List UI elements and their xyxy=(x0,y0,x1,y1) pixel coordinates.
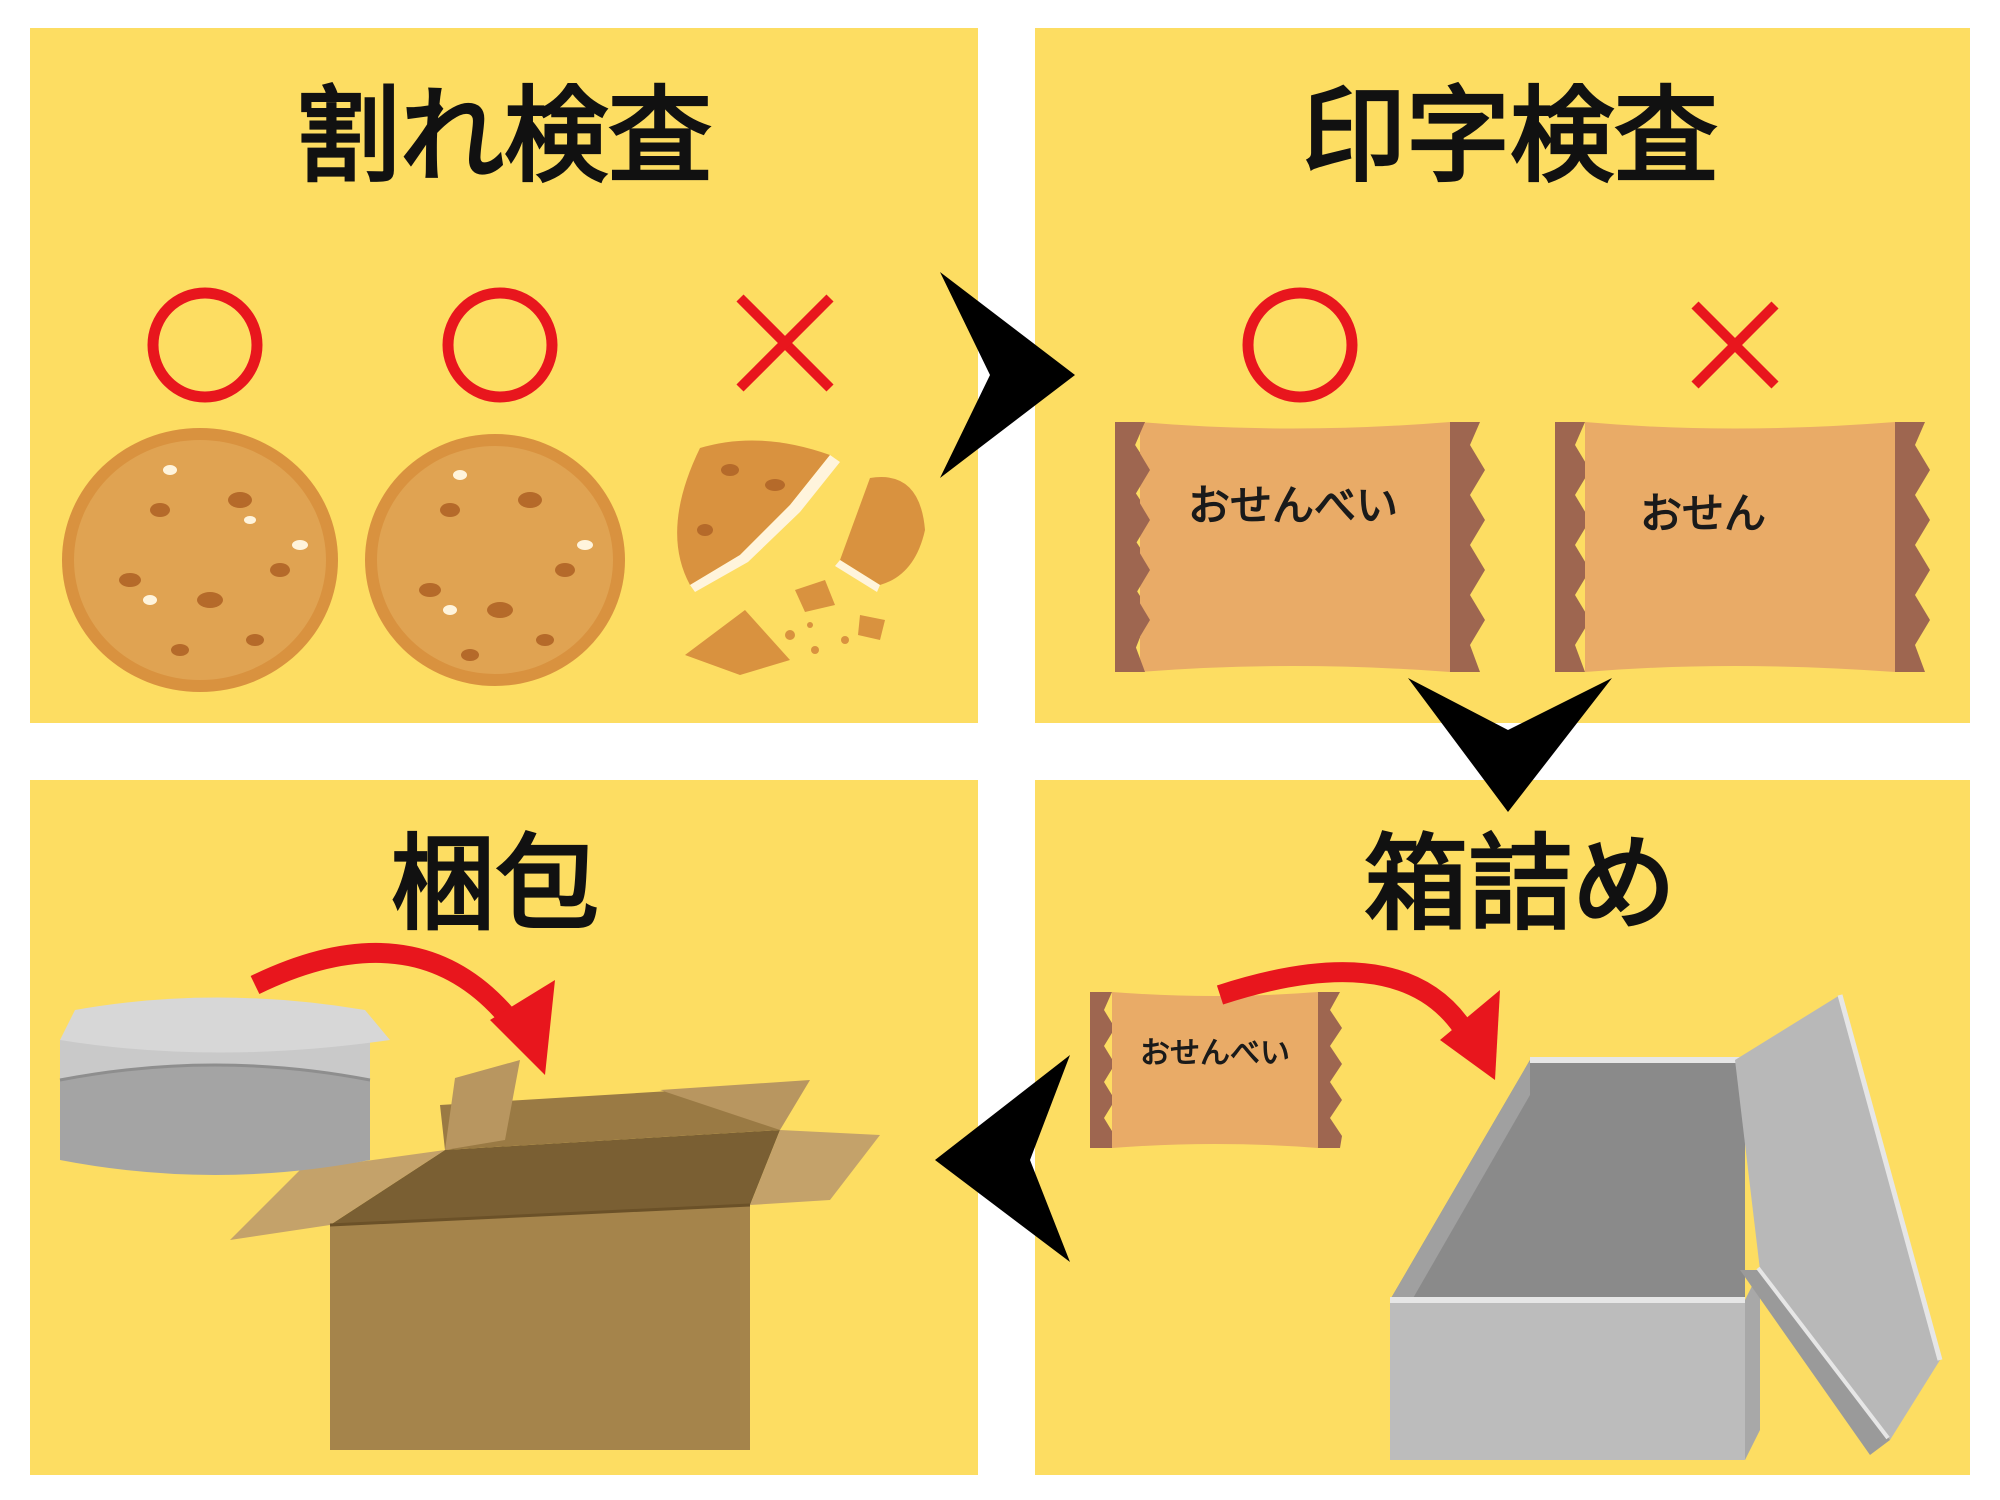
panel-print-inspection: 印字検査 おせんべい おせん xyxy=(1035,28,1970,723)
arrow-head-icon xyxy=(490,980,555,1075)
cracker-packet-icon xyxy=(1090,992,1342,1148)
gift-box-icon xyxy=(1390,994,1943,1460)
flow-arrow-right-icon xyxy=(940,272,1075,478)
flow-arrow-left-icon xyxy=(935,1055,1070,1262)
panel-title: 箱詰め xyxy=(1364,823,1676,945)
rice-cracker-icon xyxy=(62,428,338,692)
panel-title: 割れ検査 xyxy=(296,75,712,197)
broken-rice-cracker-icon xyxy=(677,440,925,675)
ok-mark-icon xyxy=(147,287,263,403)
move-arrow-icon xyxy=(1216,962,1485,1055)
arrow-head-icon xyxy=(1440,990,1500,1080)
tin-can-icon xyxy=(59,997,390,1175)
packet-label: おせんべい xyxy=(1188,481,1398,530)
ng-mark-icon xyxy=(1691,301,1779,389)
cracker-packet-icon xyxy=(1115,422,1485,672)
rice-cracker-icon xyxy=(365,434,625,686)
packet-label: おせんべい xyxy=(1140,1036,1290,1071)
move-arrow-icon xyxy=(250,942,534,1046)
panel-title: 印字検査 xyxy=(1302,75,1718,197)
ok-mark-icon xyxy=(442,287,558,403)
ok-mark-icon xyxy=(1242,287,1358,403)
ng-mark-icon xyxy=(736,294,834,392)
panel-boxing: 箱詰め おせんべい xyxy=(1035,780,1970,1475)
cardboard-box-icon xyxy=(230,1060,880,1450)
packet-label: おせん xyxy=(1640,489,1766,538)
panel-packing: 梱包 xyxy=(30,780,978,1475)
panel-crack-inspection: 割れ検査 xyxy=(30,28,978,723)
panel-title: 梱包 xyxy=(391,823,599,945)
cracker-packet-icon xyxy=(1555,422,1930,672)
flow-arrow-down-icon xyxy=(1408,678,1612,812)
